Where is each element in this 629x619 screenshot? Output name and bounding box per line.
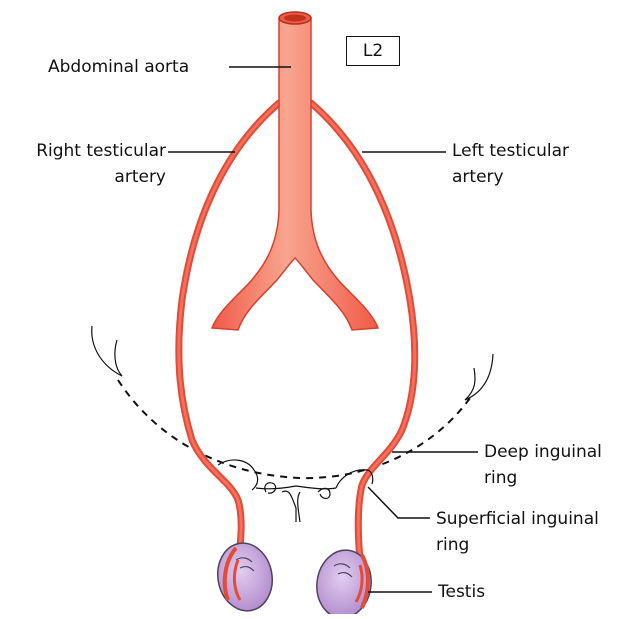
left-testicular-artery-highlight xyxy=(311,103,415,580)
vertebral-level-box: L2 xyxy=(346,36,400,66)
left-testis xyxy=(313,547,376,614)
leader-lines xyxy=(168,67,478,592)
aorta-lumen xyxy=(284,15,306,22)
label-deep-inguinal-line1: Deep inguinal xyxy=(484,441,602,463)
inguinal-ligament-dashed-line xyxy=(118,380,470,478)
label-superficial-inguinal-line2: ring xyxy=(436,534,469,556)
label-testis: Testis xyxy=(438,581,485,603)
abdominal-wall-outline xyxy=(92,326,493,400)
label-superficial-inguinal-line1: Superficial inguinal xyxy=(436,508,599,530)
label-right-testicular-line2: artery xyxy=(8,166,166,188)
label-abdominal-aorta: Abdominal aorta xyxy=(48,56,189,78)
label-right-testicular-line1: Right testicular xyxy=(8,140,166,162)
left-testicular-artery xyxy=(311,103,415,580)
label-deep-inguinal-line2: ring xyxy=(484,467,517,489)
leader-superficial-inguinal xyxy=(368,487,430,518)
right-testis xyxy=(213,539,278,614)
right-testicular-artery xyxy=(179,103,279,570)
label-left-testicular-line2: artery xyxy=(452,166,504,188)
vertebral-level-label: L2 xyxy=(363,41,383,61)
right-testicular-artery-highlight xyxy=(179,103,279,570)
label-left-testicular-line1: Left testicular xyxy=(452,140,569,162)
